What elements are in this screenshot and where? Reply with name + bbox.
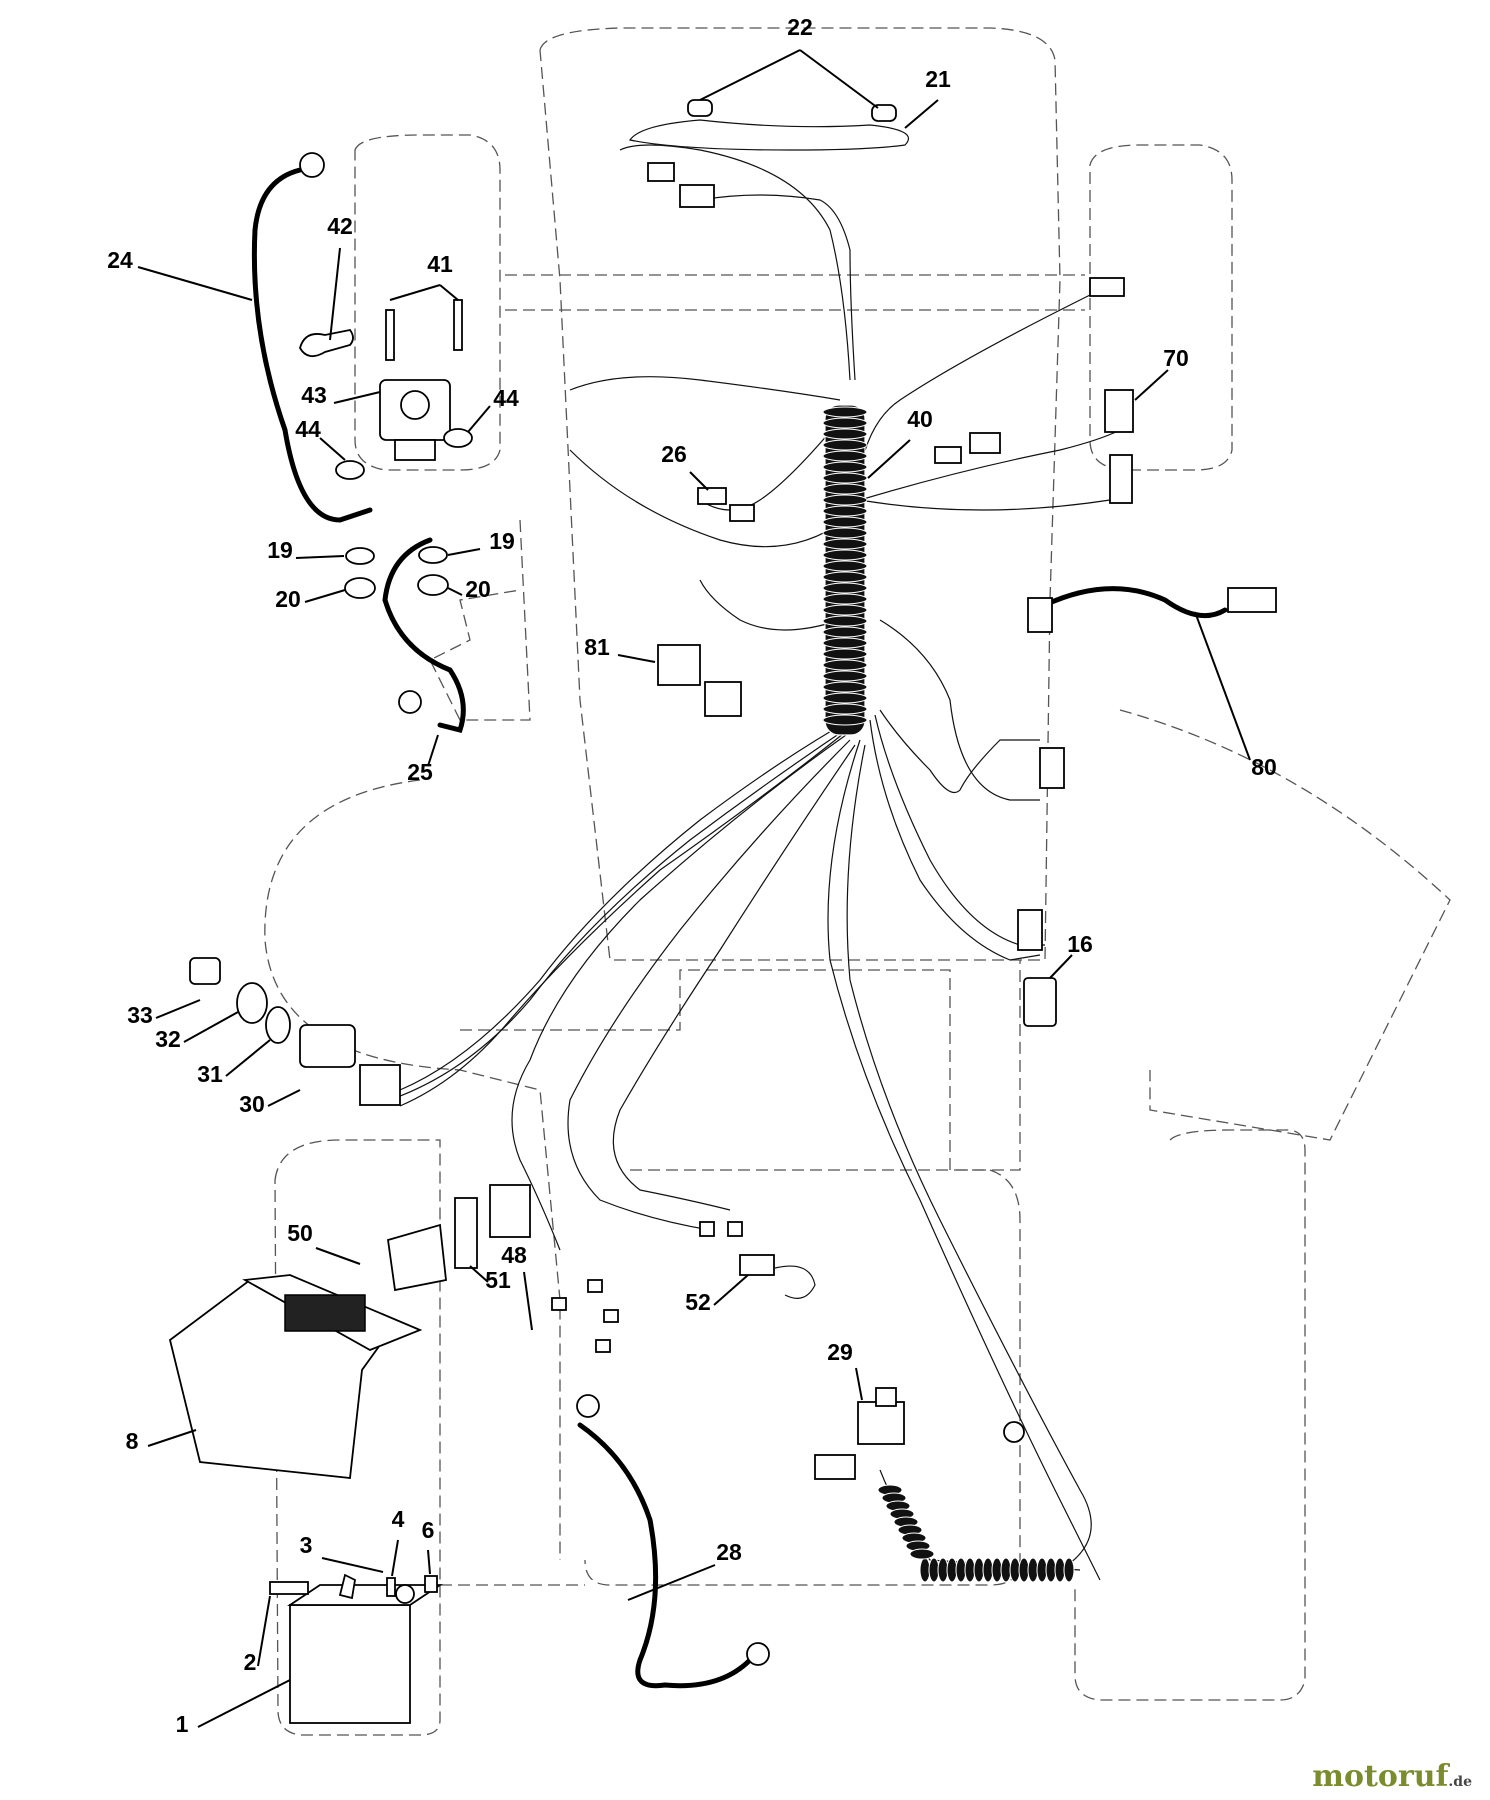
tractor-outline — [264, 27, 1451, 1736]
callout-70: 70 — [1163, 345, 1189, 371]
cable-24 — [251, 167, 373, 523]
callout-1: 1 — [176, 1711, 189, 1737]
rear-body-outline — [274, 1139, 441, 1736]
callout-2: 2 — [244, 1649, 257, 1675]
switch-50 — [387, 1223, 447, 1292]
watermark: motoruf.de — [1312, 1759, 1472, 1794]
callout-33: 33 — [127, 1002, 153, 1028]
callout-81: 81 — [584, 634, 610, 660]
watermark-suffix: .de — [1448, 1774, 1472, 1790]
headlight-bulb-left — [687, 99, 713, 117]
callout-80: 80 — [1251, 754, 1277, 780]
plug-51 — [454, 1197, 478, 1269]
callout-24: 24 — [107, 247, 133, 273]
frame-left-outline — [429, 519, 531, 721]
bolt-41-left — [385, 309, 395, 361]
callout-8: 8 — [126, 1428, 139, 1454]
callout-32: 32 — [155, 1026, 181, 1052]
hood-outline — [539, 27, 1061, 961]
callout-52: 52 — [685, 1289, 711, 1315]
connector-52 — [739, 1254, 775, 1276]
cable-28 — [577, 1422, 753, 1689]
connector-80-left — [1027, 597, 1053, 633]
callout-4: 4 — [392, 1506, 405, 1532]
coiled-lead — [877, 1469, 1081, 1583]
headlight-bulb-right — [871, 104, 897, 122]
watermark-brand: motoruf — [1312, 1759, 1449, 1794]
callout-44: 44 — [295, 416, 321, 442]
callout-28: 28 — [716, 1539, 742, 1565]
nut-32 — [236, 982, 268, 1024]
switch-16 — [1023, 977, 1057, 1027]
callout-44: 44 — [493, 385, 519, 411]
callout-43: 43 — [301, 382, 327, 408]
callout-40: 40 — [907, 406, 933, 432]
bolt-41-right — [453, 299, 463, 351]
callout-31: 31 — [197, 1061, 223, 1087]
ignition-switch-30 — [299, 1024, 356, 1068]
callout-29: 29 — [827, 1339, 853, 1365]
callout-21: 21 — [925, 66, 951, 92]
right-front-wheel-outline — [1089, 144, 1233, 471]
key-33 — [189, 957, 221, 985]
terminal-boot — [299, 329, 354, 358]
relay-81 — [657, 644, 701, 686]
seat-deck-outline — [460, 960, 1021, 1171]
callout-20: 20 — [465, 576, 491, 602]
callout-42: 42 — [327, 213, 353, 239]
cable-80 — [1042, 586, 1228, 619]
harness-conduit-40 — [822, 404, 868, 736]
callout-6: 6 — [422, 1517, 435, 1543]
callout-51: 51 — [485, 1267, 511, 1293]
callout-19: 19 — [267, 537, 293, 563]
bezel-31 — [265, 1006, 291, 1044]
connector-top-2 — [679, 184, 715, 208]
callout-26: 26 — [661, 441, 687, 467]
right-rear-wheel-outline — [1074, 1129, 1306, 1701]
switch-29 — [857, 1401, 905, 1445]
parts — [168, 99, 1277, 1724]
callout-16: 16 — [1067, 931, 1093, 957]
front-axle-outline — [505, 274, 1085, 311]
right-rear-fender-outline — [1119, 709, 1451, 1141]
harness-wires — [394, 144, 1131, 1581]
callout-30: 30 — [239, 1091, 265, 1117]
callout-22: 22 — [787, 14, 813, 40]
leader-lines — [137, 49, 1251, 1728]
callout-19: 19 — [489, 528, 515, 554]
cables — [251, 167, 1228, 1689]
callout-25: 25 — [407, 759, 433, 785]
left-rear-fender-outline — [264, 779, 561, 1560]
bolt-2 — [269, 1581, 309, 1595]
callout-50: 50 — [287, 1220, 313, 1246]
connector-70 — [1104, 389, 1134, 433]
connector-80-right — [1227, 587, 1277, 613]
connector-top — [647, 162, 675, 182]
callout-20: 20 — [275, 586, 301, 612]
cable-25 — [382, 537, 466, 733]
callout-3: 3 — [300, 1532, 313, 1558]
callout-48: 48 — [501, 1242, 527, 1268]
connector-26 — [697, 487, 727, 505]
callout-41: 41 — [427, 251, 453, 277]
battery — [289, 1604, 411, 1724]
left-front-wheel-outline — [354, 134, 501, 471]
